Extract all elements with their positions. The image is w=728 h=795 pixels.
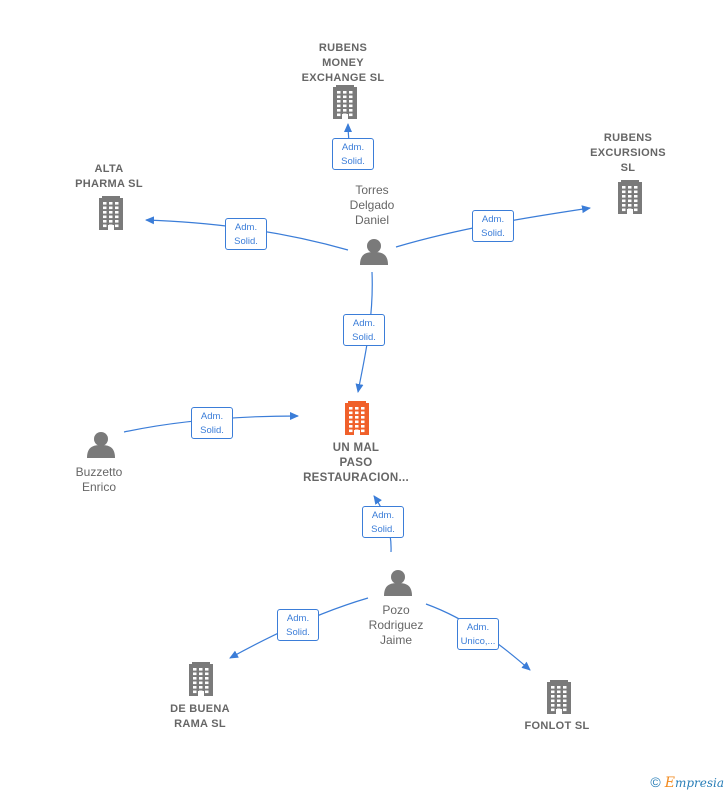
relation-type: Solid. [352,332,376,343]
relation-type: Solid. [234,236,258,247]
brand-initial: E [664,775,675,791]
relation-type: Solid. [341,156,365,167]
node-label-pozo[interactable]: Pozo Rodriguez Jaime [368,603,424,647]
relation-role: Adm. [200,411,224,422]
relation-badge-torres-rubens_money[interactable]: Adm. Solid. [332,138,374,170]
relation-role: Adm. [371,510,395,521]
building-icon-alta_pharma[interactable] [99,196,123,230]
node-label-rubens_money[interactable]: RUBENS MONEY EXCHANGE SL [301,42,385,84]
relation-type: Solid. [371,524,395,535]
relation-badge-torres-main[interactable]: Adm. Solid. [343,314,385,346]
relation-role: Adm. [286,613,310,624]
footer-brand: ©Empresia [650,774,724,791]
node-label-de_buena_rama[interactable]: DE BUENA RAMA SL [170,703,230,730]
copyright-symbol: © [650,774,661,790]
node-label-fonlot[interactable]: FONLOT SL [524,720,590,732]
relation-badge-pozo-main[interactable]: Adm. Solid. [362,506,404,538]
relation-role: Adm. [341,142,365,153]
brand-name: mpresia [674,776,724,790]
relation-role: Adm. [481,214,505,225]
relation-badge-buzzetto-main[interactable]: Adm. Solid. [191,407,233,439]
person-icon-torres[interactable] [360,239,388,265]
relation-type: Solid. [200,425,224,436]
building-icon-rubens_money[interactable] [333,85,357,119]
relation-badge-pozo-fonlot[interactable]: Adm. Unico,... [457,618,499,650]
relation-type: Solid. [286,627,310,638]
relation-type: Solid. [481,228,505,239]
relation-badge-torres-alta_pharma[interactable]: Adm. Solid. [225,218,267,250]
relation-role: Adm. [234,222,258,233]
relation-badge-pozo-de_buena_rama[interactable]: Adm. Solid. [277,609,319,641]
node-label-torres[interactable]: Torres Delgado Daniel [349,183,395,227]
person-icon-pozo[interactable] [384,570,412,596]
node-label-alta_pharma[interactable]: ALTA PHARMA SL [75,163,143,190]
node-label-buzzetto[interactable]: Buzzetto Enrico [75,465,123,494]
building-icon-de_buena_rama[interactable] [189,662,213,696]
building-icon-rubens_excursions[interactable] [618,180,642,214]
relation-type: Unico,... [460,636,496,647]
person-icon-buzzetto[interactable] [87,432,115,458]
relation-role: Adm. [352,318,376,329]
node-label-main[interactable]: UN MAL PASO RESTAURACION... [303,442,409,484]
building-icon-main[interactable] [345,401,369,435]
building-icon-fonlot[interactable] [547,680,571,714]
relation-badge-torres-rubens_excursions[interactable]: Adm. Solid. [472,210,514,242]
relation-role: Adm. [466,622,490,633]
node-label-rubens_excursions[interactable]: RUBENS EXCURSIONS SL [590,132,666,174]
